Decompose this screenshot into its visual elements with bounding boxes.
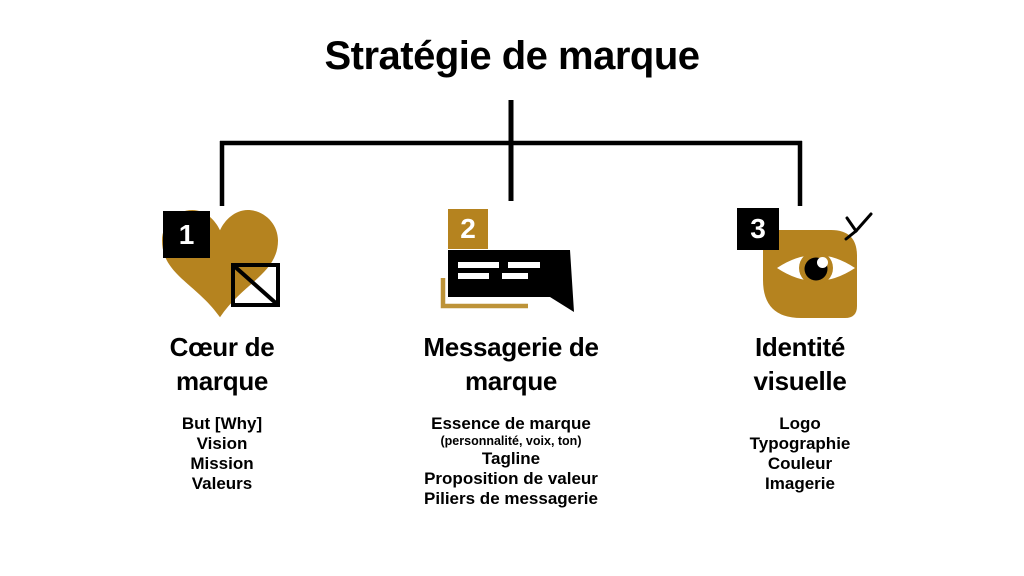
heading-line: Identité bbox=[754, 332, 846, 362]
step-number-badge: 3 bbox=[737, 208, 779, 250]
brand-core-list: But [Why] Vision Mission Valeurs bbox=[122, 414, 322, 494]
step-number-badge: 2 bbox=[448, 209, 488, 249]
list-item: Logo bbox=[779, 414, 821, 433]
heading-line: visuelle bbox=[753, 366, 847, 396]
visual-identity-icon-cluster: 3 bbox=[735, 203, 875, 321]
list-item: Valeurs bbox=[191, 474, 253, 493]
visual-identity-list: Logo Typographie Couleur Imagerie bbox=[700, 414, 900, 494]
brand-core-heading: Cœur de marque bbox=[122, 330, 322, 398]
page-title: Stratégie de marque bbox=[324, 34, 700, 78]
eye-icon bbox=[763, 212, 873, 318]
list-item: Essence de marque bbox=[431, 414, 591, 433]
step-number: 2 bbox=[460, 213, 476, 244]
heading-line: Messagerie de bbox=[423, 332, 599, 362]
list-item: Mission bbox=[190, 454, 254, 473]
list-subnote: (personnalité, voix, ton) bbox=[440, 434, 582, 448]
square-diagonal-icon bbox=[231, 263, 280, 307]
list-item: Vision bbox=[196, 434, 248, 453]
list-item: Couleur bbox=[767, 454, 833, 473]
speech-bubble-icon bbox=[440, 250, 574, 312]
heading-line: marque bbox=[464, 366, 558, 396]
brand-messaging-icon-cluster: 2 bbox=[438, 205, 583, 320]
brand-messaging-list: Essence de marque (personnalité, voix, t… bbox=[381, 414, 641, 509]
brand-core-icon-cluster: 1 bbox=[160, 206, 290, 321]
step-number-badge: 1 bbox=[163, 211, 210, 258]
list-item: Tagline bbox=[481, 449, 541, 468]
eyelash-strokes bbox=[844, 212, 873, 241]
list-item: Imagerie bbox=[765, 474, 835, 493]
heading-line: marque bbox=[175, 366, 269, 396]
brand-messaging-heading: Messagerie de marque bbox=[391, 330, 631, 398]
list-item: But [Why] bbox=[181, 414, 263, 433]
list-item: Proposition de valeur bbox=[424, 469, 598, 488]
step-number: 1 bbox=[178, 218, 195, 250]
heading-line: Cœur de bbox=[169, 332, 275, 362]
list-item: Piliers de messagerie bbox=[424, 489, 598, 508]
step-number: 3 bbox=[750, 213, 766, 244]
corner-bracket-accent bbox=[440, 278, 528, 309]
visual-identity-heading: Identité visuelle bbox=[700, 330, 900, 398]
list-item: Typographie bbox=[749, 434, 851, 453]
